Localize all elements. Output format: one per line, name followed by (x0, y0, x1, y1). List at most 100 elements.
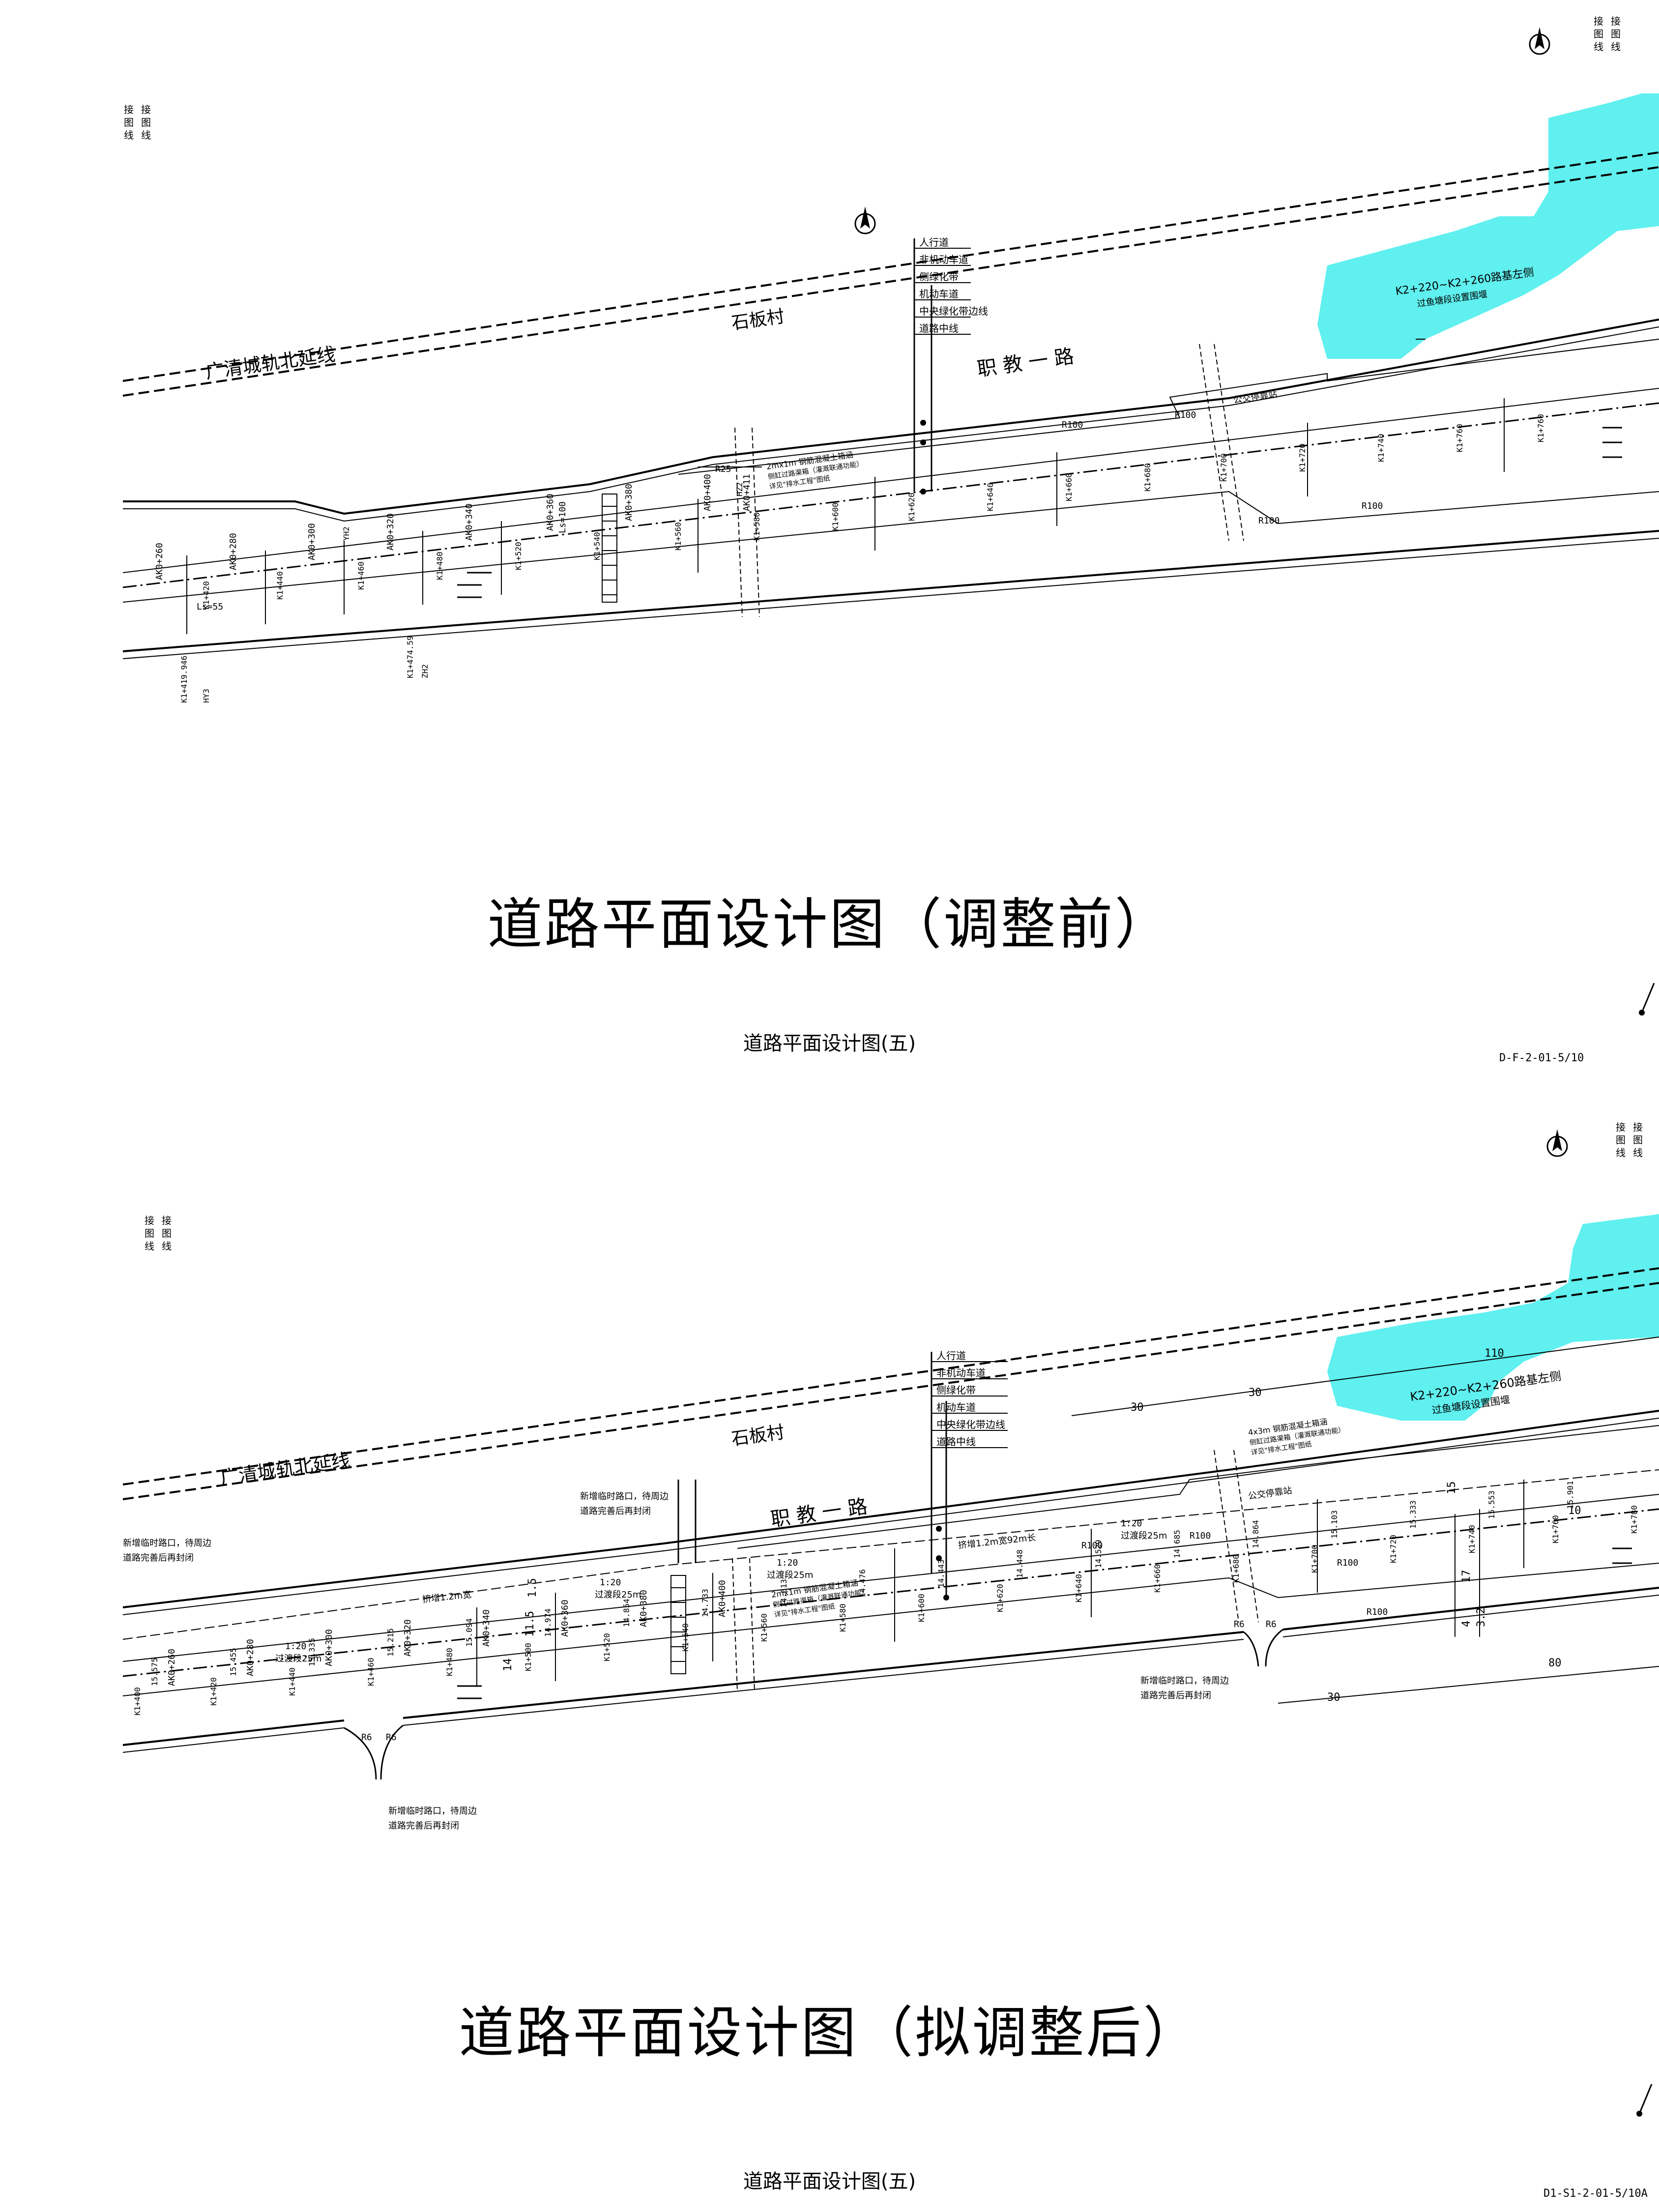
road-edge-south (122, 1587, 1659, 1746)
lane-line-2 (122, 491, 1659, 603)
water-area (1317, 93, 1659, 359)
culvert-note: 2mx1m 钢筋混凝土箱涵 侧缸过路渠箱（灌溉联通功能） 详见"排水工程"图纸 (766, 450, 864, 491)
svg-text:K1+500: K1+500 (524, 1643, 533, 1671)
radius-label: R100 (1190, 1531, 1211, 1541)
sheet-after: 广清城轨北延线 石板村 职 教 一 路 人行道 非机动车道 侧绿化带 机动车道 … (0, 1106, 1659, 2212)
north-arrow-icon (1529, 27, 1550, 55)
svg-text:新增临时路口，待周边: 新增临时路口，待周边 (123, 1538, 211, 1548)
bus-stop-label: 公交停靠站 (1248, 1485, 1293, 1502)
svg-text:K1+700: K1+700 (1219, 453, 1228, 482)
svg-text:10: 10 (1568, 1505, 1581, 1517)
match-line-label: 接图线 (141, 104, 151, 141)
svg-text:AK0+260: AK0+260 (167, 1649, 177, 1686)
svg-text:K1+420: K1+420 (202, 581, 211, 610)
svg-text:K1+640: K1+640 (1074, 1574, 1083, 1602)
svg-text:110: 110 (1484, 1347, 1504, 1360)
svg-text:K1+600: K1+600 (831, 502, 840, 531)
legend-leader (931, 1352, 1008, 1601)
station-ticks (476, 1480, 1524, 1686)
legend: 人行道 非机动车道 侧绿化带 机动车道 中央绿化带边线 道路中线 (919, 236, 988, 334)
svg-text:K1+440: K1+440 (288, 1667, 297, 1696)
svg-text:AK0+280: AK0+280 (245, 1639, 256, 1676)
culvert-note-2: 4x3m 钢筋混凝土箱涵 侧缸过路渠箱（灌溉联通功能） 详见"排水工程"图纸 (1248, 1417, 1346, 1457)
svg-text:14.448: 14.448 (1015, 1549, 1024, 1578)
curve-length-label: Ls=100 (557, 501, 568, 533)
svg-text:AK0+360: AK0+360 (545, 494, 555, 531)
legend-leader (913, 238, 971, 495)
temp-exit-east (1243, 1629, 1283, 1667)
svg-text:K1+660: K1+660 (1064, 473, 1074, 501)
svg-text:K1+440: K1+440 (275, 571, 285, 600)
svg-text:HZ2: HZ2 (735, 482, 744, 496)
svg-text:15.215: 15.215 (386, 1628, 395, 1657)
radius-label: R100 (1367, 1607, 1388, 1617)
svg-text:15.094: 15.094 (465, 1618, 474, 1647)
temp-exit-north (677, 1480, 697, 1563)
svg-text:K1+540: K1+540 (592, 532, 602, 560)
ratio-label: 1:20 (600, 1577, 621, 1588)
svg-text:中央绿化带边线: 中央绿化带边线 (936, 1419, 1005, 1430)
rail-line-bottom (122, 166, 1659, 397)
sheet-number: D1-S1-2-01-5/10A (1543, 2187, 1648, 2200)
ratio-label: 1:20 (285, 1641, 306, 1652)
svg-text:K1+600: K1+600 (917, 1594, 926, 1622)
svg-text:K1+460: K1+460 (366, 1658, 376, 1686)
svg-text:AK0+300: AK0+300 (324, 1629, 334, 1666)
svg-text:K1+760: K1+760 (1455, 424, 1464, 452)
svg-text:K1+720: K1+720 (1389, 1535, 1398, 1563)
match-line-label: 接图线 (162, 1215, 172, 1252)
match-line-label: 接图线 (1633, 1121, 1643, 1159)
sheet-subtitle: 道路平面设计图(五) (743, 1032, 916, 1055)
svg-text:30: 30 (1249, 1387, 1262, 1399)
transition-label: 过渡段25m (275, 1654, 321, 1664)
svg-text:K1+480: K1+480 (435, 552, 444, 580)
match-line-label: 接图线 (1594, 15, 1603, 53)
lane-line-1 (122, 1494, 1659, 1662)
svg-text:11.5: 11.5 (524, 1611, 536, 1637)
svg-text:14.476: 14.476 (858, 1569, 867, 1598)
svg-text:人行道: 人行道 (919, 236, 949, 248)
svg-text:15.333: 15.333 (1408, 1500, 1418, 1529)
rail-line-top (122, 1267, 1659, 1485)
radius-small-label: R25 (715, 464, 731, 474)
radius-label: R100 (1081, 1541, 1103, 1551)
dimension-lines (1071, 1337, 1659, 1704)
temp-exit-note: 新增临时路口，待周边 道路完善后再封闭 (580, 1491, 669, 1516)
page-title: 道路平面设计图（拟调整后） (459, 2001, 1200, 2065)
radius-label: R100 (1175, 410, 1196, 420)
r6-label: R6 (361, 1732, 372, 1743)
svg-text:15: 15 (1446, 1482, 1458, 1495)
r6-label: R6 (386, 1732, 397, 1743)
svg-text:14.685: 14.685 (1172, 1530, 1182, 1558)
svg-text:K1+680: K1+680 (1143, 463, 1152, 492)
svg-text:新增临时路口，待周边: 新增临时路口，待周边 (388, 1806, 477, 1816)
radius-label: R100 (1258, 516, 1280, 526)
ratio-label: 1:20 (1121, 1518, 1142, 1529)
temp-exit-note: 新增临时路口，待周边 道路完善后再封闭 (1140, 1676, 1229, 1701)
radius-label: R100 (1337, 1558, 1358, 1568)
svg-text:道路完善后再封闭: 道路完善后再封闭 (580, 1506, 651, 1516)
road-edge-south (122, 530, 1659, 652)
svg-text:K1+640: K1+640 (986, 483, 995, 511)
svg-text:K1+620: K1+620 (907, 493, 916, 521)
svg-text:15.335: 15.335 (307, 1638, 317, 1666)
svg-text:道路完善后再封闭: 道路完善后再封闭 (1140, 1690, 1211, 1701)
svg-text:14.854: 14.854 (622, 1599, 631, 1627)
temp-exit-note: 新增临时路口，待周边 道路完善后再封闭 (388, 1806, 477, 1831)
svg-text:道路中线: 道路中线 (919, 322, 959, 334)
match-line-label: 接图线 (145, 1215, 154, 1252)
svg-text:K1+460: K1+460 (356, 561, 366, 590)
svg-text:ZH2: ZH2 (420, 664, 430, 678)
svg-text:K1+720: K1+720 (1298, 443, 1307, 472)
road-label: 职 教 一 路 (976, 345, 1076, 381)
station-labels: K1+420 K1+440 K1+460 K1+480 K1+520 K1+54… (202, 414, 1545, 610)
road-edge-north-inner (122, 1418, 1659, 1615)
transition-label: 过渡段25m (595, 1590, 641, 1600)
svg-text:新增临时路口，待周边: 新增临时路口，待周边 (1140, 1676, 1229, 1686)
corner-mark (1638, 2084, 1653, 2114)
svg-text:AK0+380: AK0+380 (624, 484, 634, 521)
svg-text:K1+660: K1+660 (1153, 1564, 1162, 1593)
village-label: 石板村 (730, 1422, 786, 1450)
rail-line-top (122, 151, 1659, 382)
lane-arrows (457, 1547, 1632, 1699)
